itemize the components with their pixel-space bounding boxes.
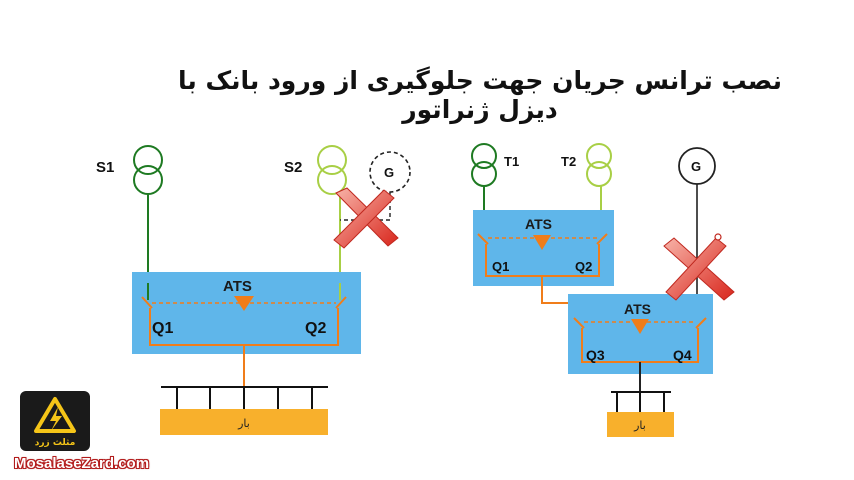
ats-label-lower: ATS bbox=[624, 301, 651, 317]
ats-box-upper bbox=[473, 210, 614, 286]
page-title: نصب ترانس جریان جهت جلوگیری از ورود بانک… bbox=[178, 66, 782, 124]
cross-mark-icon bbox=[333, 187, 399, 249]
load-box-left bbox=[160, 409, 328, 435]
q2-label-left: Q2 bbox=[305, 320, 326, 337]
brand-logo: مثلث زرد bbox=[14, 391, 96, 453]
ats-switch-left bbox=[141, 283, 347, 387]
t1-label: T1 bbox=[504, 154, 519, 169]
load-box-right bbox=[607, 412, 674, 437]
q1-label-left: Q1 bbox=[152, 320, 173, 337]
busbar-left bbox=[161, 386, 328, 409]
q4-label: Q4 bbox=[673, 347, 692, 363]
q2-label-right: Q2 bbox=[575, 259, 592, 274]
generator-g-label-right: G bbox=[691, 159, 701, 174]
source-s2-label: S2 bbox=[284, 159, 302, 176]
generator-g-label: G bbox=[384, 165, 394, 180]
q3-label: Q3 bbox=[586, 347, 605, 363]
ats-switch-lower bbox=[573, 317, 707, 392]
logo-brand-text: مثلث زرد bbox=[35, 438, 76, 448]
left-diagram: S1 S2 G ATS bbox=[96, 145, 411, 435]
ats-label-upper: ATS bbox=[525, 216, 552, 232]
cross-mark-icon-right bbox=[663, 233, 735, 301]
site-url[interactable]: MosalaseZard.com bbox=[14, 455, 150, 472]
source-s1-label: S1 bbox=[96, 159, 114, 176]
t2-label: T2 bbox=[561, 154, 576, 169]
ats-box-left bbox=[132, 272, 361, 354]
transformer-s2-icon bbox=[317, 145, 347, 283]
busbar-right bbox=[611, 391, 671, 412]
load-label-left: بار bbox=[237, 417, 250, 430]
logo-icon: مثلث زرد bbox=[20, 391, 90, 451]
right-diagram: T1 T2 G ATS Q1 Q2 ATS bbox=[471, 143, 735, 437]
ats-box-lower bbox=[568, 294, 713, 374]
q1-label-right: Q1 bbox=[492, 259, 509, 274]
transformer-s1-icon bbox=[133, 145, 163, 283]
load-label-right: بار bbox=[633, 419, 646, 432]
ats-label-left: ATS bbox=[223, 278, 252, 295]
